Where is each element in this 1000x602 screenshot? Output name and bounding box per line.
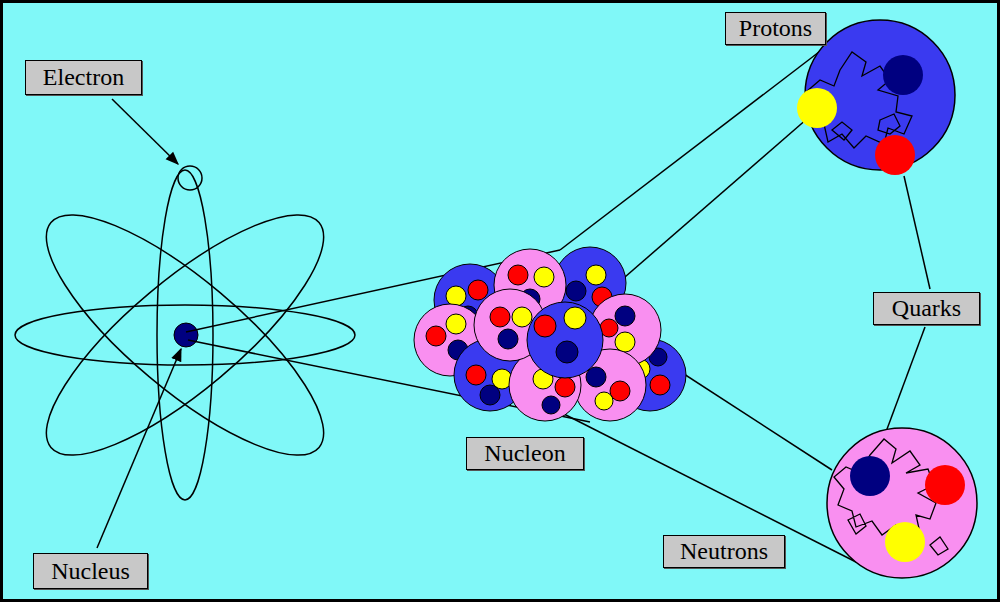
proton xyxy=(527,302,603,378)
quark xyxy=(586,265,606,285)
quark xyxy=(534,315,556,337)
quark xyxy=(615,306,635,326)
leader-line xyxy=(904,176,930,289)
label-text: Neutrons xyxy=(680,538,768,564)
quark xyxy=(446,286,466,306)
leader-arrow xyxy=(112,99,178,164)
quark xyxy=(480,385,500,405)
electron xyxy=(178,166,202,190)
quark xyxy=(850,456,890,496)
leader-arrow xyxy=(97,349,181,548)
zoom-line xyxy=(610,118,808,290)
label-box: Quarks xyxy=(873,292,980,325)
label-box: Electron xyxy=(25,60,142,95)
quark xyxy=(508,265,528,285)
quark xyxy=(595,392,613,410)
label-text: Quarks xyxy=(892,295,961,321)
quark xyxy=(885,522,925,562)
orbit xyxy=(157,170,213,500)
nucleus xyxy=(174,323,198,347)
label-box: Nucleon xyxy=(466,437,584,470)
quark xyxy=(556,341,578,363)
quark xyxy=(925,465,965,505)
quark xyxy=(534,267,554,287)
quark xyxy=(883,55,923,95)
label-text: Protons xyxy=(739,15,812,41)
quark xyxy=(426,326,446,346)
quark xyxy=(468,280,488,300)
neutron xyxy=(827,428,977,578)
quark xyxy=(446,314,466,334)
orbit xyxy=(15,305,355,365)
orbit xyxy=(16,180,355,489)
quark xyxy=(566,281,586,301)
quark xyxy=(564,307,586,329)
quark xyxy=(615,332,635,352)
label-box: Neutrons xyxy=(663,535,785,568)
quark xyxy=(512,307,532,327)
orbit xyxy=(16,180,355,489)
label-text: Nucleus xyxy=(51,558,130,584)
quark xyxy=(466,365,486,385)
label-box: Nucleus xyxy=(33,553,148,589)
quark xyxy=(498,329,518,349)
quark xyxy=(875,135,915,175)
quark xyxy=(797,88,837,128)
label-text: Electron xyxy=(43,64,124,90)
quark xyxy=(555,377,575,397)
quark xyxy=(542,396,560,414)
label-text: Nucleon xyxy=(484,440,565,466)
quark xyxy=(490,307,510,327)
quark xyxy=(650,375,670,395)
label-box: Protons xyxy=(725,12,826,45)
